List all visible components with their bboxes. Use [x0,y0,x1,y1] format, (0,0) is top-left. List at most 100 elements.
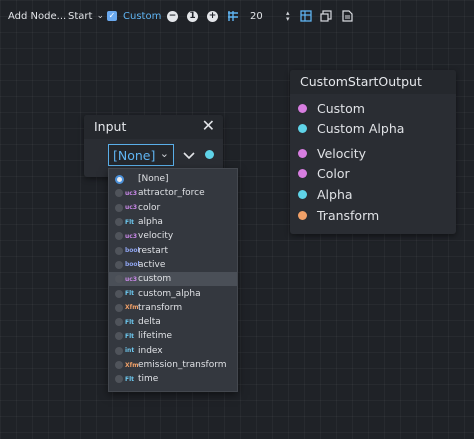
snap-button[interactable] [227,8,239,24]
port-label: Custom [317,100,365,116]
zoom-reset-button[interactable]: 1 [187,8,198,24]
minimap-button[interactable] [300,8,312,24]
port-label: Color [317,165,350,181]
chevron-down-icon: ⌄ [96,11,104,21]
port-dot-icon[interactable] [298,210,307,220]
type-vec3-icon: uc3 [125,204,138,212]
option-label: emission_transform [138,360,227,371]
option-label: transform [138,302,183,313]
option-item[interactable]: Flt delta [109,315,237,329]
radio-icon [115,218,123,227]
port-custom[interactable]: Custom [290,98,456,118]
port-label: Velocity [317,145,367,161]
option-label: alpha [138,217,163,228]
radio-icon [115,375,123,384]
port-label: Transform [317,207,380,223]
zoom-in-button[interactable]: + [207,8,218,24]
output-port-dot-icon[interactable] [205,150,214,159]
option-label: color [138,202,161,213]
option-label: velocity [138,231,174,242]
document-icon [342,10,353,22]
radio-icon [115,361,123,370]
port-custom-alpha[interactable]: Custom Alpha [290,118,456,138]
output-node-header[interactable]: CustomStartOutput [290,70,456,94]
option-label: attractor_force [138,188,205,199]
type-float-icon: Flt [125,318,135,326]
input-name-select[interactable]: [None] ⌄ [108,144,174,166]
chevron-down-icon: ⌄ [159,147,169,160]
option-label: custom_alpha [138,288,201,299]
add-node-button[interactable]: Add Node... [8,8,66,24]
option-label: restart [138,245,169,256]
port-label: Alpha [317,186,353,202]
copy-button[interactable] [320,8,332,24]
type-bool-icon: bool [125,247,140,255]
port-dot-icon[interactable] [298,123,307,133]
option-item[interactable]: Flt alpha [109,215,237,229]
zoom-out-button[interactable]: − [167,8,178,24]
port-velocity[interactable]: Velocity [290,143,456,163]
snap-distance-value: 20 [250,10,263,22]
option-item[interactable]: Flt custom_alpha [109,286,237,300]
input-node[interactable]: Input ✕ [84,115,223,177]
toolbar: Add Node... Start ⌄ ✓ Custom − 1 + 20 ▴▾ [0,0,474,32]
radio-icon [115,289,123,298]
port-dot-icon[interactable] [298,148,307,158]
minus-icon: − [167,10,178,22]
option-item[interactable]: bool active [109,258,237,272]
close-icon[interactable]: ✕ [201,116,215,135]
port-dot-icon[interactable] [298,168,307,178]
option-item[interactable]: uc3 velocity [109,229,237,243]
type-float-icon: Flt [125,290,135,298]
document-button[interactable] [342,8,353,24]
option-item[interactable]: bool restart [109,244,237,258]
snap-grid-icon [228,11,238,21]
option-item[interactable]: Flt lifetime [109,329,237,343]
expand-preview-icon[interactable] [182,150,196,160]
custom-checkbox[interactable]: ✓ Custom [107,8,161,24]
option-label: active [138,259,166,270]
radio-icon [115,232,123,241]
radio-icon [115,260,123,269]
option-label: custom [138,274,172,285]
input-node-header[interactable]: Input ✕ [84,115,223,139]
option-item[interactable]: int index [109,344,237,358]
radio-icon [115,332,123,341]
port-color[interactable]: Color [290,163,456,183]
option-item[interactable]: Flt time [109,372,237,386]
option-item[interactable]: Xfm transform [109,301,237,315]
type-bool-icon: bool [125,261,140,269]
snap-distance-spinbox[interactable]: 20 ▴▾ [246,8,296,24]
port-alpha[interactable]: Alpha [290,184,456,204]
option-label: [None] [138,174,169,185]
mode-dropdown[interactable]: Start ⌄ [68,8,104,24]
radio-icon [115,318,123,327]
type-transform-icon: Xfm [125,361,139,369]
input-node-title: Input [94,119,127,134]
option-item[interactable]: uc3 custom [109,272,237,287]
option-item[interactable]: Xfm emission_transform [109,358,237,372]
port-dot-icon[interactable] [298,189,307,199]
type-vec3-icon: uc3 [125,275,138,283]
custom-start-output-node[interactable]: CustomStartOutput Custom Custom Alpha Ve… [290,70,456,234]
radio-icon [115,303,123,312]
spin-arrows-icon[interactable]: ▴▾ [286,9,290,23]
add-node-label: Add Node... [8,10,67,22]
radio-icon [115,203,123,212]
radio-icon [115,275,123,284]
plus-icon: + [207,10,218,22]
checkmark-icon: ✓ [107,11,117,21]
option-item[interactable]: uc3 color [109,201,237,215]
port-dot-icon[interactable] [298,103,307,113]
minimap-icon [300,10,312,22]
mode-label: Start [68,10,93,22]
option-label: delta [138,317,161,328]
option-item[interactable]: [None] [109,172,237,186]
type-vec3-icon: uc3 [125,189,138,197]
option-item[interactable]: uc3 attractor_force [109,186,237,200]
radio-icon [115,189,123,198]
option-label: lifetime [138,331,173,342]
port-transform[interactable]: Transform [290,205,456,225]
custom-checkbox-label: Custom [123,10,162,22]
type-vec3-icon: uc3 [125,232,138,240]
